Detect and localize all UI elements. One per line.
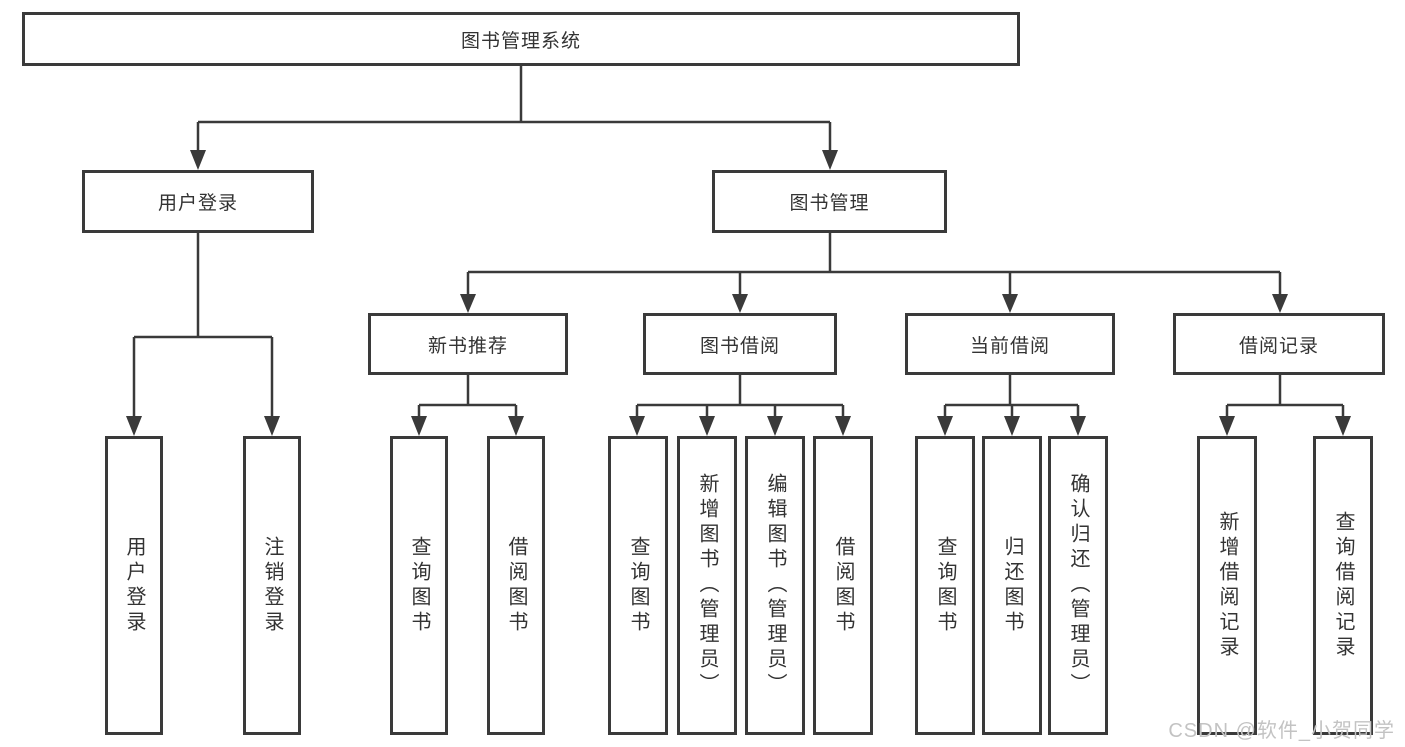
node-borrow-records: 借阅记录 (1173, 313, 1385, 375)
node-label: 用户登录 (157, 193, 238, 214)
node-label: 新书推荐 (427, 335, 508, 357)
node-leaf-query-books-current: 查询图书 (915, 436, 975, 735)
node-library-management-system: 图书管理系统 (22, 12, 1020, 66)
node-label: 借阅记录 (1238, 335, 1319, 357)
node-label: 查询图书 (408, 535, 430, 636)
node-leaf-edit-books-admin: 编辑图书（管理员） (745, 436, 805, 735)
node-book-borrow: 图书借阅 (643, 313, 837, 375)
node-new-book-recommend: 新书推荐 (368, 313, 568, 375)
node-leaf-return-books: 归还图书 (982, 436, 1042, 735)
node-label: 归还图书 (1001, 535, 1023, 636)
node-leaf-logout: 注销登录 (243, 436, 301, 735)
node-leaf-add-borrow-record: 新增借阅记录 (1197, 436, 1257, 735)
node-current-borrow: 当前借阅 (905, 313, 1115, 375)
node-label: 用户登录 (123, 535, 145, 636)
node-label: 新增图书（管理员） (696, 473, 718, 698)
node-leaf-query-books-recommend: 查询图书 (390, 436, 448, 735)
node-leaf-borrow-books-recommend: 借阅图书 (487, 436, 545, 735)
node-label: 借阅图书 (832, 535, 854, 636)
node-label: 图书管理系统 (460, 30, 581, 52)
node-label: 借阅图书 (505, 535, 527, 636)
node-leaf-user-login: 用户登录 (105, 436, 163, 735)
node-label: 图书管理 (789, 193, 870, 214)
node-label: 图书借阅 (699, 335, 780, 357)
node-label: 查询图书 (627, 535, 649, 636)
node-leaf-confirm-return-admin: 确认归还（管理员） (1048, 436, 1108, 735)
node-leaf-borrow-books: 借阅图书 (813, 436, 873, 735)
node-book-management: 图书管理 (712, 170, 947, 233)
node-label: 确认归还（管理员） (1067, 473, 1089, 698)
node-label: 编辑图书（管理员） (764, 473, 786, 698)
node-label: 查询图书 (934, 535, 956, 636)
node-label: 注销登录 (261, 535, 283, 636)
csdn-watermark: CSDN @软件_小贺同学 (1168, 720, 1395, 742)
node-label: 新增借阅记录 (1216, 510, 1238, 661)
node-leaf-add-books-admin: 新增图书（管理员） (677, 436, 737, 735)
node-user-login: 用户登录 (82, 170, 314, 233)
node-leaf-query-books-borrow: 查询图书 (608, 436, 668, 735)
node-label: 查询借阅记录 (1332, 510, 1354, 661)
node-leaf-query-borrow-record: 查询借阅记录 (1313, 436, 1373, 735)
node-label: 当前借阅 (969, 335, 1050, 357)
